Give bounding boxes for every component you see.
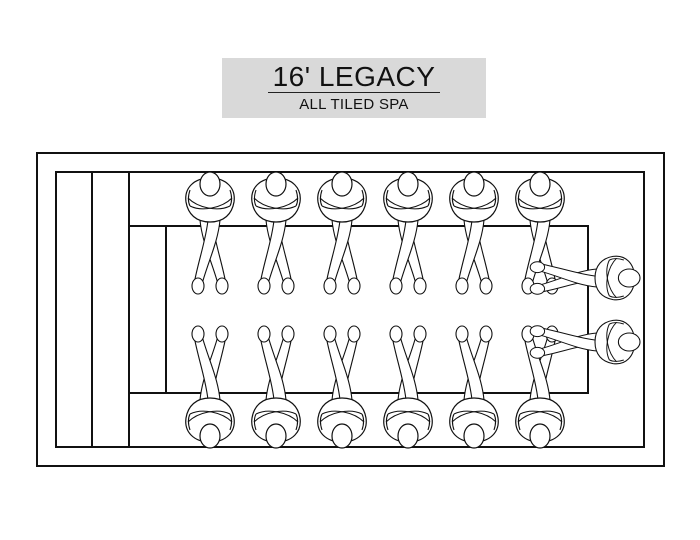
seat-bottom-1 xyxy=(185,325,235,449)
seat-top-5 xyxy=(449,171,499,295)
seat-bottom-2 xyxy=(251,325,301,449)
title-box: 16' LEGACY ALL TILED SPA xyxy=(222,58,486,118)
outer-deck-outline xyxy=(36,152,665,467)
seat-bottom-3 xyxy=(317,325,367,449)
page-title: 16' LEGACY xyxy=(272,61,436,92)
page-subtitle: ALL TILED SPA xyxy=(299,96,409,113)
seat-top-1 xyxy=(185,171,235,295)
bottom-row-seats xyxy=(185,325,565,449)
bench-outline xyxy=(129,225,589,394)
seat-top-3 xyxy=(317,171,367,295)
seat-top-4 xyxy=(383,171,433,295)
top-row-seats xyxy=(185,171,565,295)
title-underline xyxy=(268,92,440,93)
seat-bottom-4 xyxy=(383,325,433,449)
seat-top-2 xyxy=(251,171,301,295)
inner-spa-outline xyxy=(55,171,645,448)
seat-bottom-5 xyxy=(449,325,499,449)
end-seats xyxy=(529,255,641,365)
